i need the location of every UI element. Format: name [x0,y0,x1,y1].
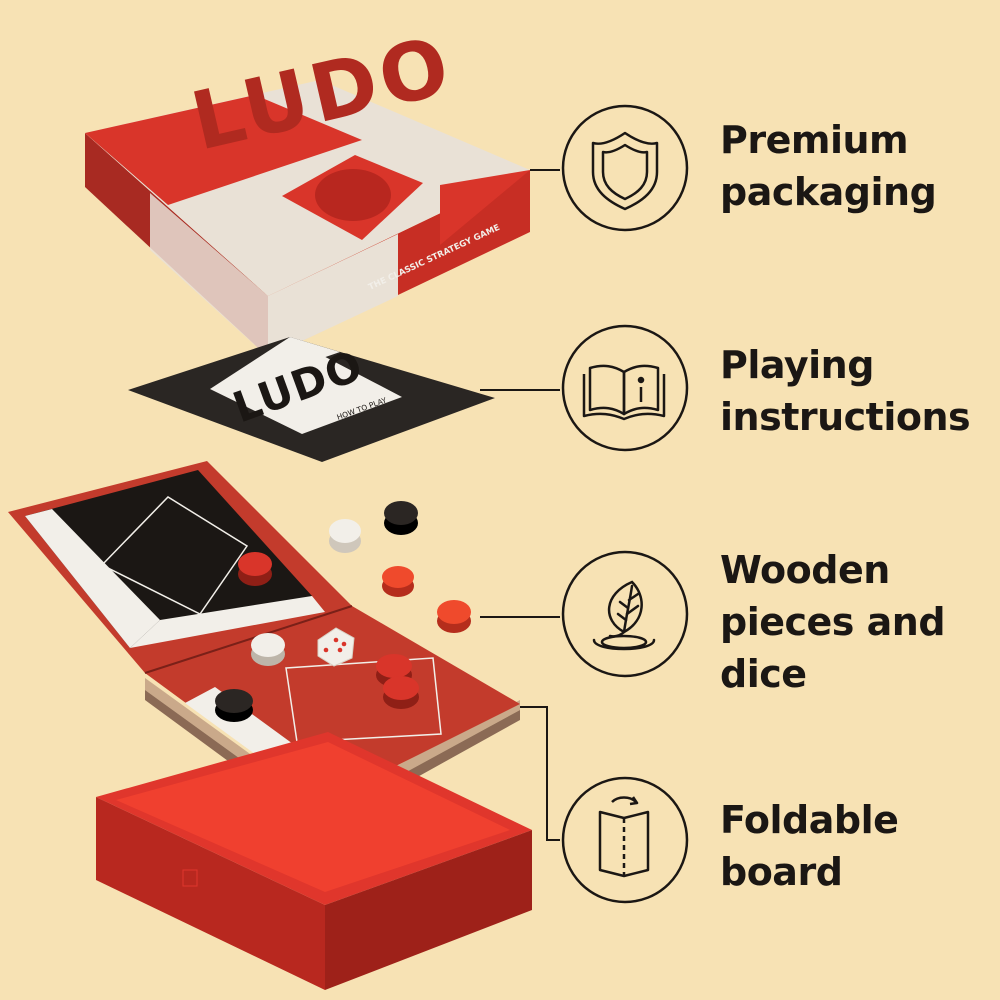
feature-line: pieces and [720,600,946,644]
feature-icon-board [561,776,689,904]
box-lid [85,80,530,357]
die [317,627,355,667]
feature-label-pieces: Wooden pieces and dice [720,544,946,700]
piece-white-board [251,633,285,666]
feature-label-board: Foldable board [720,794,899,898]
shield-icon [591,131,659,211]
piece-orange-right [437,600,471,633]
feature-line: board [720,850,843,894]
connector-board [520,706,560,841]
feature-line: Wooden [720,548,890,592]
piece-red-left [238,552,272,586]
box-bottom [96,732,532,990]
feature-line: packaging [720,170,937,214]
feature-icon-instructions [561,324,689,452]
connector-lines [480,169,560,841]
piece-orange-mid [382,566,414,597]
piece-red-board-2 [383,676,419,709]
feature-icon-pieces [561,550,689,678]
folding-board-icon [598,796,650,878]
feature-line: dice [720,652,807,696]
game-pieces [215,501,471,722]
open-book-info-icon [582,364,666,421]
feature-line: Playing [720,343,874,387]
feature-line: instructions [720,395,971,439]
feature-label-packaging: Premium packaging [720,114,937,218]
piece-black-board [215,689,253,722]
feature-line: Premium [720,118,909,162]
piece-white-top [329,519,361,553]
feature-label-instructions: Playing instructions [720,339,971,443]
instruction-sheet [128,337,495,462]
feature-icon-packaging [561,104,689,232]
board-upper-diamond [100,496,249,615]
game-board [8,461,520,830]
piece-black-top [384,501,418,535]
leaf-icon [592,580,656,651]
feature-line: Foldable [720,798,899,842]
